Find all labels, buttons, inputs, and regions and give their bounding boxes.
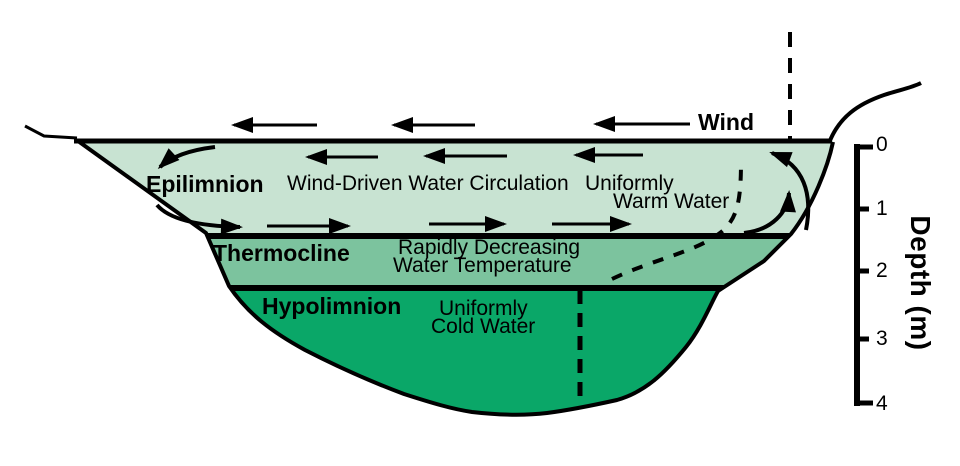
depth-tick-label-2: 2 bbox=[876, 259, 888, 282]
upwelling-arrow-icon bbox=[743, 190, 796, 235]
downwelling-arrow-icon bbox=[157, 145, 216, 170]
wind-label: Wind bbox=[698, 109, 754, 135]
thermocline-note-line2: Water Temperature bbox=[393, 254, 572, 277]
surface-wind-arrows bbox=[231, 116, 690, 133]
right-shore-line bbox=[827, 81, 922, 144]
surface-current-arrows bbox=[305, 147, 643, 165]
hypolimnion-label: Hypolimnion bbox=[262, 293, 402, 319]
depth-tick-label-1: 1 bbox=[876, 197, 888, 220]
left-shore-line bbox=[24, 124, 78, 140]
depth-scale-axis bbox=[854, 144, 873, 406]
cold-water-note-line1: Uniformly bbox=[439, 297, 528, 320]
depth-tick-label-0: 0 bbox=[876, 133, 888, 156]
epilimnion-description: Wind-Driven Water Circulation bbox=[287, 172, 569, 195]
cold-water-note-line2: Cold Water bbox=[431, 315, 536, 338]
depth-tick-label-4: 4 bbox=[876, 392, 888, 415]
epilimnion-label: Epilimnion bbox=[146, 171, 264, 197]
mixing-dashed-path bbox=[611, 159, 743, 281]
thermocline-note-line1: Rapidly Decreasing bbox=[398, 236, 581, 259]
depth-axis-label: Depth (m) bbox=[905, 215, 936, 351]
warm-water-note-line1: Uniformly bbox=[585, 172, 674, 195]
depth-tick-label-3: 3 bbox=[876, 327, 888, 350]
thermocline-label: Thermocline bbox=[213, 240, 350, 266]
basin-outline bbox=[76, 139, 835, 417]
warm-water-note-line2: Warm Water bbox=[613, 190, 730, 213]
upwelling-arrow-icon bbox=[769, 151, 811, 231]
return-current-arrows bbox=[267, 216, 632, 234]
downwelling-return-arrow-icon bbox=[155, 203, 243, 235]
